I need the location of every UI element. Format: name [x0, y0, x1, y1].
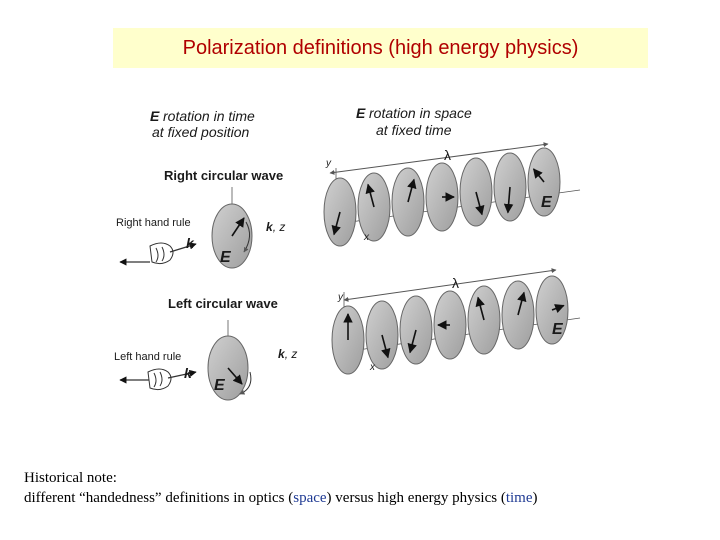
- slide-title: Polarization definitions (high energy ph…: [182, 36, 579, 59]
- left-lambda: λ: [452, 275, 459, 291]
- right-wave-field-vector: [475, 191, 485, 216]
- left-wave-train: [331, 268, 581, 375]
- left-train-E: E: [552, 321, 564, 338]
- keyword-space: space: [293, 490, 327, 506]
- right-wave-label: Right circular wave: [164, 168, 283, 183]
- left-header-text2: at fixed position: [152, 124, 249, 140]
- left-wave-label: Left circular wave: [168, 296, 278, 311]
- left-single-k: k: [184, 365, 193, 381]
- note-body: different “handedness” definitions in op…: [24, 490, 538, 506]
- left-wave-field-vector: [517, 291, 527, 316]
- right-wave-field-vector: [407, 178, 417, 203]
- right-wave-field-vector: [331, 211, 341, 236]
- right-single-E: E: [220, 249, 232, 266]
- right-single-k: k: [186, 235, 195, 251]
- right-hand-icon: [119, 242, 197, 266]
- left-wave-field-vector: [551, 304, 565, 314]
- left-rule-label: Left hand rule: [114, 351, 181, 363]
- left-y-label: y: [337, 292, 344, 303]
- right-header-text1: rotation in space: [369, 105, 472, 121]
- right-wave-field-vector: [532, 168, 545, 183]
- left-wave-field-vector: [407, 329, 417, 354]
- right-single-disc: [211, 187, 253, 269]
- right-wave-train: [323, 142, 581, 247]
- left-header-line1: E: [150, 108, 160, 124]
- historical-note: Historical note: different “handedness” …: [24, 468, 538, 508]
- left-wave-field-vector: [475, 296, 485, 321]
- right-rule-label: Right hand rule: [116, 217, 191, 229]
- left-hand-icon: [119, 368, 197, 391]
- right-header-text2: at fixed time: [376, 122, 452, 138]
- right-lambda: λ: [444, 147, 451, 163]
- title-banner: Polarization definitions (high energy ph…: [113, 28, 648, 68]
- right-wave-field-vector: [365, 183, 375, 208]
- right-header-E: E: [356, 105, 366, 121]
- left-x-label: x: [369, 362, 376, 373]
- left-single-E: E: [214, 377, 226, 394]
- right-wave-field-vector: [503, 186, 514, 214]
- keyword-time: time: [505, 490, 533, 506]
- right-x-label: x: [363, 232, 370, 243]
- note-heading: Historical note:: [24, 470, 117, 486]
- left-wave-field-vector: [381, 334, 391, 359]
- left-kz: k, z: [278, 347, 297, 361]
- right-train-E: E: [541, 194, 553, 211]
- right-kz: k, z: [266, 220, 285, 234]
- right-y-label: y: [325, 158, 332, 169]
- left-header-text1: rotation in time: [163, 108, 255, 124]
- left-single-disc: [207, 320, 252, 401]
